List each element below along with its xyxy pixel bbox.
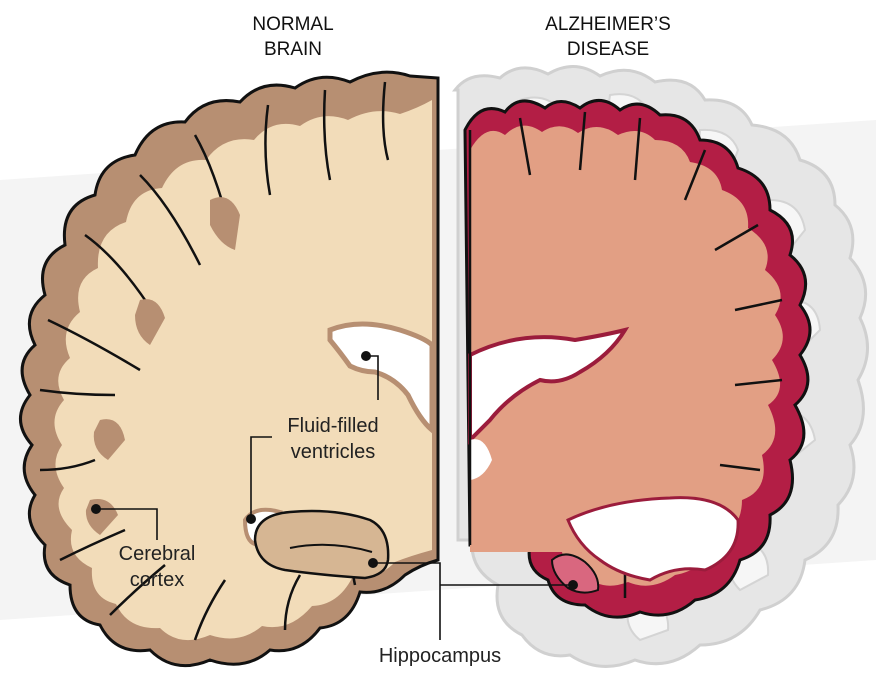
cortex-label-line-1: Cerebral <box>119 543 196 565</box>
title-normal-line-2: BRAIN <box>264 39 322 60</box>
hippocampus-label: Hippocampus <box>379 645 501 667</box>
cortex-label-line-2: cortex <box>130 569 184 591</box>
ventricles-label-line-1: Fluid-filled <box>287 415 378 437</box>
title-alzheimers-line-1: ALZHEIMER’S <box>545 14 671 35</box>
title-normal-line-1: NORMAL <box>252 14 333 35</box>
normal-hemisphere <box>20 72 438 665</box>
title-alzheimers-line-2: DISEASE <box>567 39 649 60</box>
ventricles-label-line-2: ventricles <box>291 441 375 463</box>
